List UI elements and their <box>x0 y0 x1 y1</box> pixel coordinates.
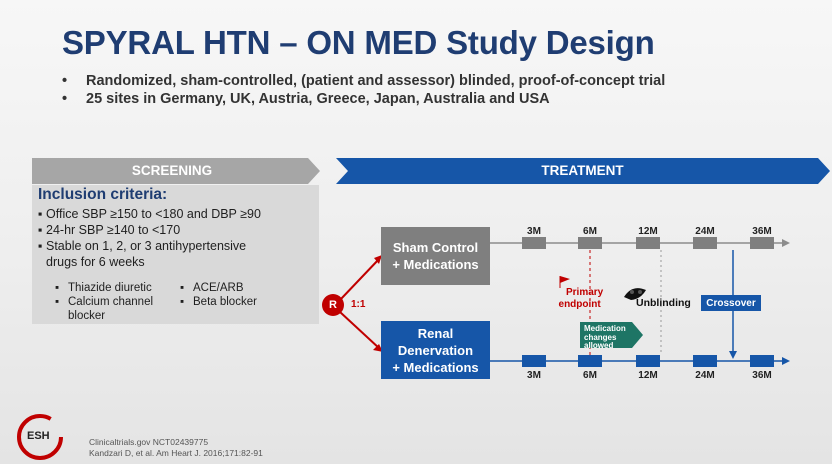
medication-changes-line2: changes <box>584 332 617 342</box>
randomization-ratio: 1:1 <box>351 299 366 310</box>
med-text: Calcium channel <box>68 296 154 308</box>
med-text: blocker <box>68 310 106 322</box>
sham-visit-24m <box>693 237 717 249</box>
arrow-to-rdn-head <box>373 344 383 352</box>
med-thiazide: ▪ Thiazide diuretic <box>55 281 152 295</box>
rdn-tick-36m: 36M <box>752 370 772 381</box>
med-text: ACE/ARB <box>193 282 244 294</box>
medication-changes-line1: Medication <box>584 324 626 333</box>
med-text: Beta blocker <box>193 296 257 308</box>
sham-arm-line2: + Medications <box>392 257 479 272</box>
rdn-arm-line3: + Medications <box>392 359 479 375</box>
eye-mask-icon <box>624 288 646 300</box>
criterion-marker: ▪ <box>38 207 43 221</box>
sham-tick-6m: 6M <box>583 226 597 237</box>
treatment-header-shape <box>336 158 830 184</box>
sham-visit-3m <box>522 237 546 249</box>
primary-endpoint-line2: endpoint <box>558 299 601 310</box>
sham-tick-36m: 36M <box>752 226 772 237</box>
sham-arm-line1: Sham Control <box>392 240 479 255</box>
sham-tick-3m: 3M <box>527 226 541 237</box>
rdn-visit-24m <box>693 355 717 367</box>
criterion-stable-meds-cont: drugs for 6 weeks <box>38 254 145 270</box>
rdn-visit-12m <box>636 355 660 367</box>
rdn-arm-box: Renal Denervation + Medications <box>381 321 490 379</box>
bullet-sites: • 25 sites in Germany, UK, Austria, Greec… <box>62 91 550 107</box>
flag-icon <box>560 276 570 283</box>
bullet-text: 25 sites in Germany, UK, Austria, Greece… <box>86 91 550 107</box>
unblinding-label: Unblinding <box>636 297 691 309</box>
rdn-timeline-head <box>782 357 790 365</box>
med-beta-blocker: ▪ Beta blocker <box>180 295 257 309</box>
sham-visit-12m <box>636 237 660 249</box>
sham-timeline-head <box>782 239 790 247</box>
bullet-text: Randomized, sham-controlled, (patient an… <box>86 73 666 89</box>
sham-tick-12m: 12M <box>638 226 658 237</box>
med-marker: ▪ <box>180 282 185 294</box>
bullet-marker: • <box>62 73 68 89</box>
med-calcium-cont: blocker <box>55 309 105 323</box>
medication-changes-line3: allowed <box>584 341 614 350</box>
rdn-tick-12m: 12M <box>638 370 658 381</box>
rdn-arm-line1: Renal <box>417 325 454 341</box>
inclusion-title: Inclusion criteria: <box>38 186 168 203</box>
screening-header: SCREENING <box>131 163 213 178</box>
primary-endpoint-label: Primary endpoint <box>556 287 604 311</box>
rdn-visit-6m <box>578 355 602 367</box>
randomization-circle: R <box>322 294 344 316</box>
sham-tick-24m: 24M <box>695 226 715 237</box>
med-marker: ▪ <box>180 296 185 308</box>
sham-visit-6m <box>578 237 602 249</box>
criterion-stable-meds: ▪Stable on 1, 2, or 3 antihypertensive <box>38 238 246 254</box>
footer-citation: Kandzari D, et al. Am Heart J. 2016;171:… <box>89 448 263 458</box>
rdn-visit-3m <box>522 355 546 367</box>
med-text: Thiazide diuretic <box>68 282 152 294</box>
crossover-arrow-head <box>729 351 737 359</box>
sham-arm-box: Sham Control + Medications <box>381 227 490 285</box>
screening-header-shape <box>32 158 320 184</box>
rdn-tick-24m: 24M <box>695 370 715 381</box>
screening-panel <box>32 185 319 324</box>
crossover-box: Crossover <box>701 295 761 311</box>
med-ace-arb: ▪ ACE/ARB <box>180 281 244 295</box>
sham-visit-36m <box>750 237 774 249</box>
rdn-tick-3m: 3M <box>527 370 541 381</box>
esh-logo-ring <box>17 414 63 460</box>
rdn-arm-line2: Denervation <box>397 342 474 358</box>
criterion-text: Office SBP ≥150 to <180 and DBP ≥90 <box>46 207 261 221</box>
bullet-design: • Randomized, sham-controlled, (patient a… <box>62 73 665 89</box>
primary-endpoint-line1: Primary <box>566 287 604 298</box>
arrow-to-rdn <box>339 311 381 350</box>
arrow-to-sham <box>339 257 381 301</box>
esh-logo: ESH <box>27 430 50 442</box>
rdn-visit-36m <box>750 355 774 367</box>
criterion-24hr-sbp: ▪24-hr SBP ≥140 to <170 <box>38 222 180 238</box>
criterion-text: 24-hr SBP ≥140 to <170 <box>46 223 181 237</box>
med-marker: ▪ <box>55 282 60 294</box>
criterion-text: Stable on 1, 2, or 3 antihypertensive <box>46 239 247 253</box>
criterion-office-sbp: ▪Office SBP ≥150 to <180 and DBP ≥90 <box>38 206 261 222</box>
medication-arrow-shape <box>580 322 643 348</box>
med-marker: ▪ <box>55 296 60 308</box>
med-calcium: ▪ Calcium channel <box>55 295 153 309</box>
criterion-marker: ▪ <box>38 223 43 237</box>
criterion-marker: ▪ <box>38 239 43 253</box>
criterion-text: drugs for 6 weeks <box>46 255 145 269</box>
treatment-header: TREATMENT <box>541 163 624 178</box>
page-title: SPYRAL HTN – ON MED Study Design <box>62 24 655 61</box>
footer-trial-id: Clinicaltrials.gov NCT02439775 <box>89 437 209 447</box>
arrow-to-sham-head <box>374 255 382 264</box>
bullet-marker: • <box>62 91 68 107</box>
medication-changes-label: Medication changes allowed <box>584 324 626 351</box>
rdn-tick-6m: 6M <box>583 370 597 381</box>
